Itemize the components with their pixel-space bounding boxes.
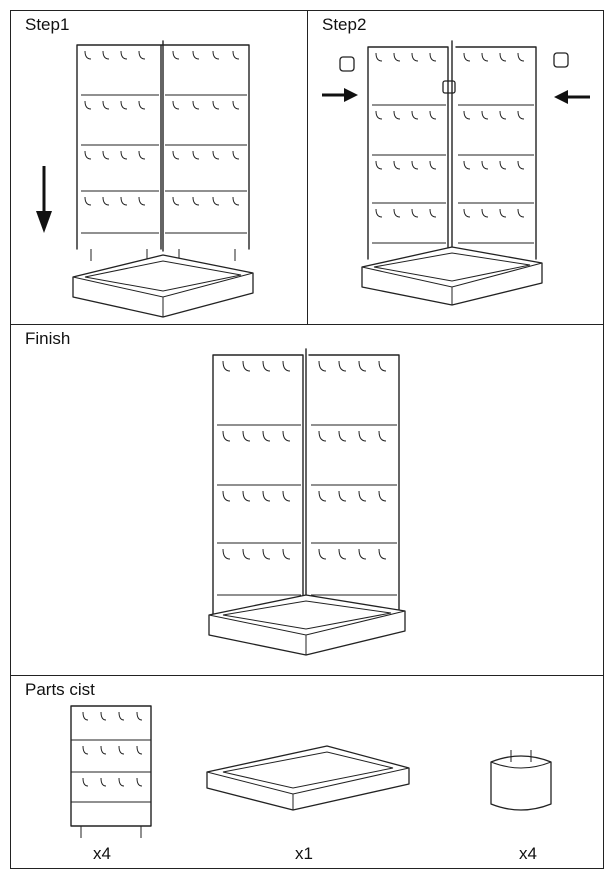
- rack-panel-part: [70, 705, 152, 838]
- left-arrow-icon: [554, 90, 590, 104]
- down-arrow-icon: [36, 166, 52, 233]
- rack-tower: [76, 40, 250, 269]
- parts-illustration: [70, 705, 552, 838]
- step2-illustration: [322, 40, 590, 306]
- step1-title: Step1: [25, 15, 70, 34]
- assembled-rack: [212, 348, 400, 618]
- right-arrow-icon: [322, 88, 358, 102]
- parts-panel: Parts cist x4 x1 x4: [10, 675, 604, 869]
- step1-illustration: [36, 40, 254, 318]
- finish-illustration: [208, 348, 406, 656]
- connector-clip: [339, 52, 569, 94]
- base-tray: [361, 246, 543, 306]
- parts-title: Parts cist: [25, 680, 95, 699]
- finish-title: Finish: [25, 329, 71, 348]
- rack-tower: [367, 40, 537, 262]
- base-tray: [72, 254, 254, 318]
- finish-panel: Finish: [10, 324, 604, 676]
- base-tray-part: [206, 745, 410, 811]
- base-tray-qty: x1: [295, 844, 313, 863]
- step2-title: Step2: [322, 15, 367, 34]
- step2-panel: Step2: [307, 10, 604, 325]
- connector-clip-part: [490, 750, 552, 811]
- rack-panel-qty: x4: [93, 844, 111, 863]
- base-tray: [208, 594, 406, 656]
- connector-clip-qty: x4: [519, 844, 537, 863]
- step1-panel: Step1: [10, 10, 308, 325]
